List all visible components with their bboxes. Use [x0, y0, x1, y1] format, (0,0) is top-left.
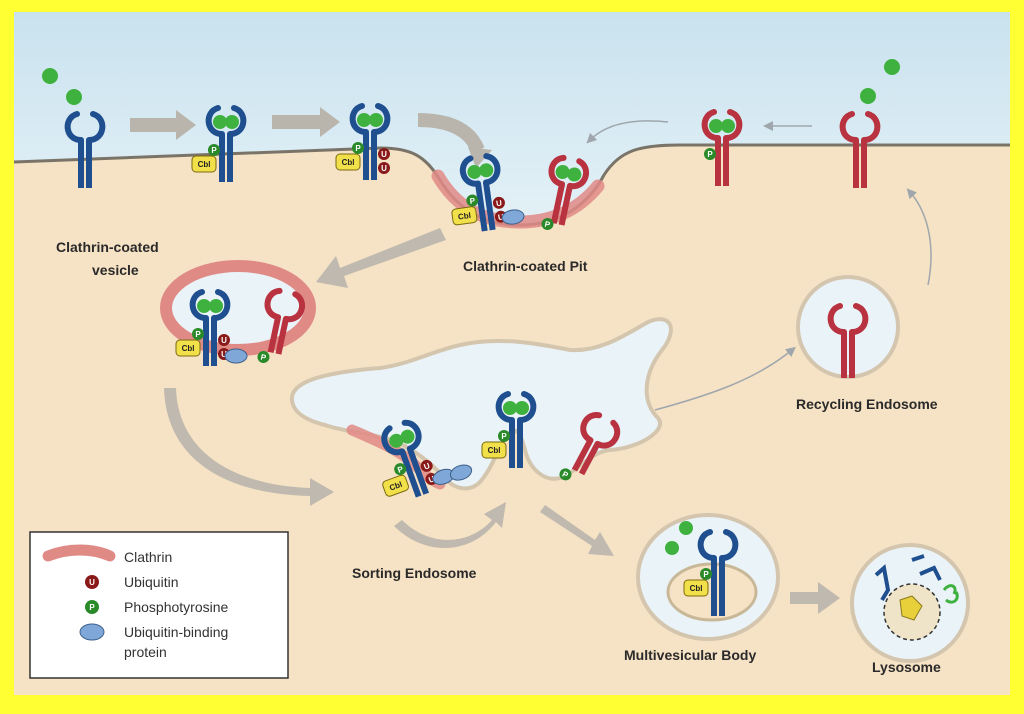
ubiquitin-tag: U: [378, 162, 390, 174]
cbl-tag: Cbl: [335, 153, 361, 171]
svg-text:U: U: [497, 212, 504, 222]
phosphotyrosine-tag: P: [498, 430, 510, 442]
legend-phosphotyrosine-swatch: P: [85, 600, 99, 614]
cbl-tag: Cbl: [191, 155, 217, 173]
legend-ubiquitin-binding-label: Ubiquitin-binding: [124, 624, 228, 640]
cbl-tag: Cbl: [451, 206, 478, 226]
label-clathrin-coated-vesicle-line1: Clathrin-coated: [56, 239, 159, 255]
recycling-endosome: [796, 275, 900, 379]
legend-ubiquitin-binding-swatch: [79, 623, 105, 641]
trafficking-arrows: [164, 228, 840, 614]
svg-text:P: P: [501, 432, 507, 441]
extracellular-space: [14, 12, 1010, 225]
svg-text:Cbl: Cbl: [198, 160, 211, 169]
ubiquitin-tag: U: [218, 334, 230, 346]
svg-text:Cbl: Cbl: [690, 584, 703, 593]
ubiquitin-binding-protein: [224, 348, 248, 364]
svg-text:P: P: [211, 146, 217, 155]
svg-text:U: U: [427, 474, 436, 485]
clathrin-coated-vesicle: [160, 260, 316, 356]
svg-text:U: U: [221, 350, 227, 359]
receptor-in-pit: P Cbl UU: [451, 153, 525, 232]
legend-clathrin-swatch: [42, 544, 116, 562]
svg-text:P: P: [703, 570, 709, 579]
ubiquitin-binding-protein: [449, 464, 473, 481]
legend: Clathrin U Ubiquitin P Phosphotyrosine U…: [29, 531, 289, 679]
svg-text:U: U: [496, 198, 503, 208]
lysosome-organelle: [850, 543, 970, 663]
cbl-tag: Cbl: [683, 579, 709, 597]
svg-text:Cbl: Cbl: [342, 158, 355, 167]
ubiquitin-tag: U: [420, 459, 433, 472]
legend-ubiquitin-binding-label2: protein: [124, 644, 167, 660]
phosphotyrosine-tag: P: [559, 468, 572, 481]
label-recycling-endosome: Recycling Endosome: [796, 396, 938, 412]
phosphotyrosine-tag: P: [394, 463, 407, 476]
legend-box: [29, 531, 289, 679]
ubiquitin-tag: U: [492, 196, 505, 209]
cbl-tag: Cbl: [481, 441, 507, 459]
phosphotyrosine-tag: P: [541, 218, 554, 231]
phosphotyrosine-tag: P: [700, 568, 712, 580]
svg-text:Cbl: Cbl: [457, 211, 471, 222]
legend-phospho-glyph: P: [89, 603, 95, 612]
labels: Clathrin-coated vesicle Clathrin-coated …: [56, 239, 941, 675]
legend-phosphotyrosine-label: Phosphotyrosine: [124, 599, 229, 615]
receptor-recycled-free: [839, 111, 881, 188]
receptor-recycled-in-pit: P: [541, 154, 590, 231]
phosphotyrosine-tag: P: [352, 142, 364, 154]
svg-text:P: P: [195, 330, 201, 339]
svg-text:Cbl: Cbl: [182, 344, 195, 353]
free-ligands: [42, 59, 900, 555]
ubiquitin-tag: U: [378, 148, 390, 160]
phosphotyrosine-tag: P: [466, 194, 479, 207]
svg-text:U: U: [381, 164, 387, 173]
receptor-unbound: [64, 111, 106, 188]
svg-text:P: P: [707, 150, 713, 159]
phosphotyrosine-tag: P: [192, 328, 204, 340]
label-multivesicular-body: Multivesicular Body: [624, 647, 756, 663]
ubiquitin-binding-protein: [501, 209, 525, 225]
svg-text:U: U: [221, 336, 227, 345]
sorting-receptor-ubiquitinated: P Cbl UU: [381, 419, 473, 498]
phosphotyrosine-tag: P: [208, 144, 220, 156]
phosphotyrosine-tag: P: [257, 351, 270, 364]
svg-text:P: P: [544, 220, 552, 230]
svg-text:U: U: [423, 461, 432, 472]
legend-ubiquitin-label: Ubiquitin: [124, 574, 178, 590]
label-clathrin-coated-pit: Clathrin-coated Pit: [463, 258, 588, 274]
recycling-arrows: [586, 120, 932, 411]
legend-ubiquitin-glyph: U: [89, 578, 95, 587]
svg-text:Cbl: Cbl: [388, 480, 403, 493]
label-sorting-endosome: Sorting Endosome: [352, 565, 477, 581]
vesicle-receptor-recycled: P: [257, 287, 306, 364]
cbl-tag: Cbl: [382, 474, 409, 497]
svg-text:P: P: [260, 353, 268, 363]
legend-ubiquitin-swatch: U: [85, 575, 99, 589]
svg-text:P: P: [561, 470, 571, 481]
activation-arrows: [130, 107, 492, 168]
svg-text:P: P: [469, 196, 476, 206]
svg-text:P: P: [396, 464, 405, 475]
phosphotyrosine-tag: P: [704, 148, 716, 160]
label-clathrin-coated-vesicle-line2: vesicle: [92, 262, 139, 278]
svg-text:U: U: [381, 150, 387, 159]
svg-text:P: P: [355, 144, 361, 153]
sorting-receptor-recycled: P: [559, 412, 621, 481]
recycling-endosome-receptor: [827, 303, 869, 378]
label-lysosome: Lysosome: [872, 659, 941, 675]
cbl-tag: Cbl: [175, 339, 201, 357]
legend-clathrin-label: Clathrin: [124, 549, 172, 565]
svg-text:Cbl: Cbl: [488, 446, 501, 455]
receptor-recycled-surface: P: [701, 109, 743, 186]
